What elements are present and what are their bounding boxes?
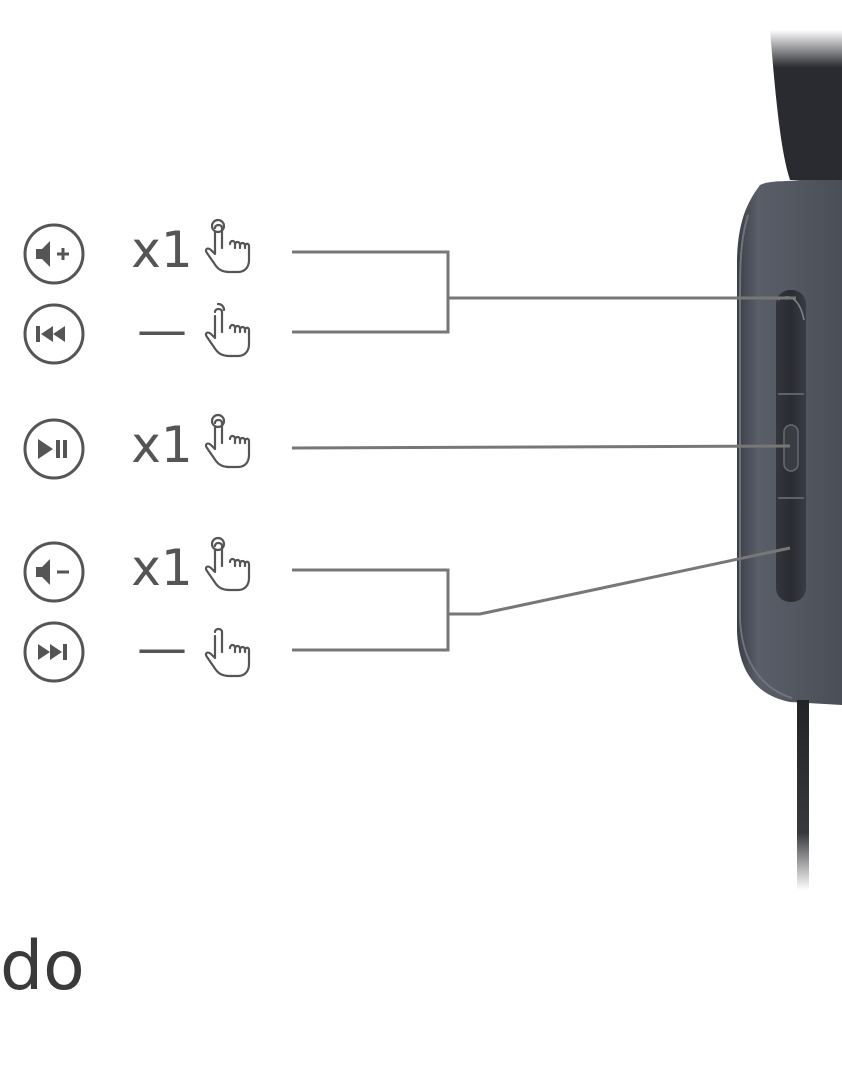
leader-volume-down-group bbox=[292, 568, 450, 652]
action-label: — bbox=[137, 619, 187, 677]
control-row-next-track: — bbox=[0, 616, 290, 683]
press-hold-hand-icon bbox=[204, 302, 251, 358]
leader-lines bbox=[291, 250, 796, 652]
control-row-volume-up: x1 bbox=[0, 218, 290, 285]
remote-edge-highlight bbox=[739, 214, 793, 699]
volume-up-icon bbox=[23, 223, 85, 285]
leader-volume-down-connector bbox=[448, 546, 791, 616]
tap-hand-icon bbox=[204, 536, 251, 592]
action-label: x1 bbox=[131, 539, 193, 597]
leader-play-pause bbox=[291, 444, 791, 450]
control-row-volume-down: x1 bbox=[0, 536, 290, 603]
play-pause-icon bbox=[23, 418, 85, 480]
action-label: x1 bbox=[131, 221, 193, 279]
volume-down-icon bbox=[23, 541, 85, 603]
tap-hand-icon bbox=[204, 413, 251, 469]
control-row-previous-track: — bbox=[0, 298, 290, 365]
action-label: — bbox=[137, 301, 187, 359]
lower-cable bbox=[797, 700, 809, 890]
action-label: x1 bbox=[131, 416, 193, 474]
center-button-nub bbox=[783, 424, 799, 472]
neckband bbox=[770, 30, 842, 180]
control-row-play-pause: x1 bbox=[0, 413, 290, 480]
press-hold-hand-icon bbox=[204, 627, 251, 678]
tap-hand-icon bbox=[204, 218, 251, 274]
next-track-icon bbox=[23, 621, 85, 683]
previous-track-icon bbox=[23, 303, 85, 365]
footer-text: do bbox=[0, 927, 85, 1006]
leader-volume-up-group bbox=[292, 250, 450, 334]
